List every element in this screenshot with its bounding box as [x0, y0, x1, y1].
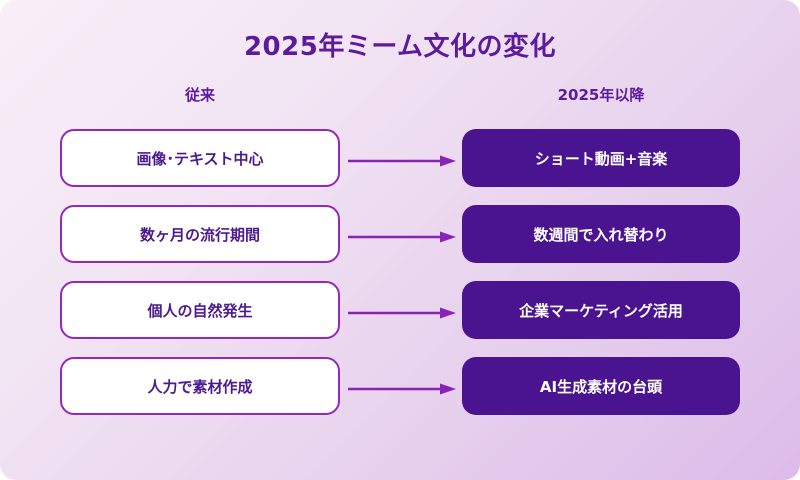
column-header-after: 2025年以降: [557, 86, 645, 104]
before-box: 数ヶ月の流行期間: [60, 205, 340, 263]
after-box: ショート動画+音楽: [462, 129, 740, 187]
arrow-right-icon: [348, 380, 456, 395]
column-header-before: 従来: [184, 86, 215, 104]
before-box: 人力で素材作成: [60, 357, 340, 415]
after-box: 数週間で入れ替わり: [462, 205, 740, 263]
arrow-right-icon: [348, 228, 456, 243]
before-box: 画像･テキスト中心: [60, 129, 340, 187]
comparison-row: 人力で素材作成 AI生成素材の台頭: [0, 357, 800, 415]
page-title: 2025年ミーム文化の変化: [243, 32, 557, 62]
comparison-row: 数ヶ月の流行期間 数週間で入れ替わり: [0, 205, 800, 263]
comparison-row: 画像･テキスト中心 ショート動画+音楽: [0, 129, 800, 187]
after-box: 企業マーケティング活用: [462, 281, 740, 339]
comparison-row: 個人の自然発生 企業マーケティング活用: [0, 281, 800, 339]
arrow-right-icon: [348, 152, 456, 167]
before-box: 個人の自然発生: [60, 281, 340, 339]
after-box: AI生成素材の台頭: [462, 357, 740, 415]
arrow-right-icon: [348, 304, 456, 319]
